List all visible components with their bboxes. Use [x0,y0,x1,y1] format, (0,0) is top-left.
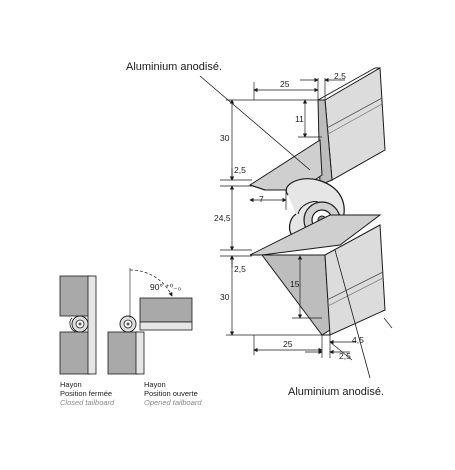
closed-caption: Hayon Position fermée Closed tailboard [60,380,114,407]
dim-lip-lower: 2,5 [234,264,246,274]
dim-hinge-height: 24,5 [214,213,231,223]
opened-caption: Hayon Position ouverte Opened tailboard [144,380,202,407]
dim-top-width: 25 [280,79,290,89]
closed-caption-line2: Position fermée [60,389,113,398]
upper-profile [248,67,386,191]
closed-caption-line1: Hayon [60,380,82,389]
dim-bottom-width: 25 [283,339,293,349]
dimension-lines [199,75,393,379]
dim-bottom-edge: 4,5 [352,335,364,345]
lower-profile [249,214,386,336]
opened-caption-line2: Position ouverte [144,389,198,398]
dim-hinge-gap: 7 [259,194,264,204]
opened-caption-line1: Hayon [144,380,166,389]
dim-top-offset: 2,5 [334,71,346,81]
dim-bottom-offset: 2,5 [339,351,351,361]
dim-upper-height: 30 [220,133,230,143]
dim-rib-height: 11 [295,114,304,124]
angle-label: 90° ⁺⁰₋₀ [150,282,182,292]
material-label-top: Aluminium anodisé. [126,61,222,73]
dim-lower-rib: 15 [290,279,300,289]
closed-tailboard-view [59,275,97,375]
opened-caption-line3: Opened tailboard [144,398,202,407]
opened-tailboard-view [107,268,193,375]
dim-lip-upper: 2,5 [234,165,246,175]
closed-caption-line3: Closed tailboard [60,398,115,407]
material-label-bottom: Aluminium anodisé. [288,386,384,398]
dim-lower-height: 30 [220,292,230,302]
